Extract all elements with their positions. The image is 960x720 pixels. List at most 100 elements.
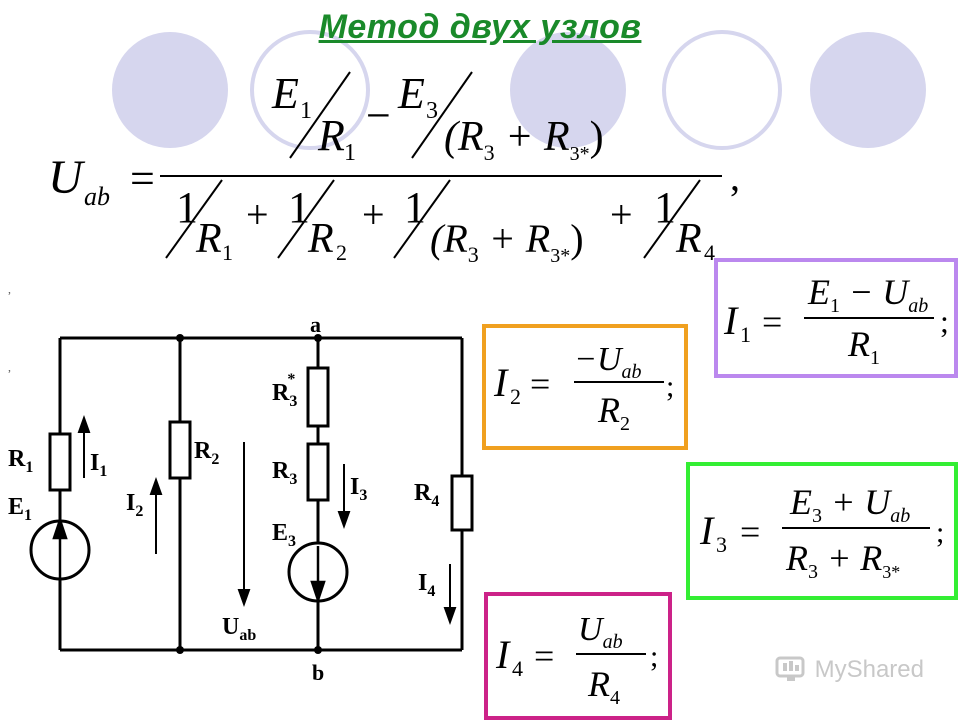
i4-arrow-head — [443, 607, 457, 625]
label-i2: I2 — [126, 490, 143, 520]
junction-dot — [314, 334, 322, 342]
i1-den: R1 — [847, 324, 880, 369]
i4-eq: = — [534, 636, 554, 676]
i2-arrow-head — [149, 477, 163, 495]
i2-end: ; — [666, 370, 674, 403]
resistor-r1 — [48, 432, 72, 492]
deco-circle-4 — [662, 30, 782, 150]
label-r2: R2 — [194, 438, 219, 468]
i1-arrow-head — [77, 415, 91, 433]
i1-lhs-sub: 1 — [740, 322, 751, 347]
i1-end: ; — [940, 303, 949, 339]
resistor-r3 — [306, 442, 330, 502]
i3-eq: = — [740, 512, 760, 552]
label-e3: E3 — [272, 520, 296, 550]
deco-circle-5 — [810, 32, 926, 148]
i4-den: R4 — [587, 664, 620, 709]
junction-dot — [314, 646, 322, 654]
deco-circle-2 — [250, 30, 370, 150]
deco-circle-1 — [112, 32, 228, 148]
den-r2: R — [307, 216, 334, 262]
num-minus: − — [366, 91, 391, 140]
den-plus-2: + — [362, 192, 385, 237]
junction-dot — [176, 334, 184, 342]
i3-den: R3 + R3* — [785, 538, 900, 583]
label-i4: I4 — [418, 570, 435, 600]
num-r1-sub: 1 — [344, 140, 356, 166]
i2-eq: = — [530, 364, 550, 404]
lhs-sub: ab — [84, 182, 110, 211]
tick-mark: , — [8, 282, 11, 296]
num-e3-sub: 3 — [426, 98, 438, 124]
label-uab: Uab — [222, 614, 256, 644]
num-e1: E — [271, 69, 299, 118]
uab-arrow-head — [237, 589, 251, 607]
i4-num: Uab — [578, 611, 623, 653]
i3-lhs: I — [699, 508, 715, 553]
den-plus-1: + — [246, 192, 269, 237]
i2-lhs-sub: 2 — [510, 384, 521, 409]
den-slash-1 — [165, 179, 223, 259]
e3-arrow-head — [310, 580, 326, 604]
i4-lhs-sub: 4 — [512, 656, 523, 681]
current-arrows — [77, 415, 457, 625]
resistor-r3-star — [306, 366, 330, 428]
i1-num: E1 − Uab — [807, 272, 928, 317]
resistor-r2 — [168, 420, 192, 480]
i4-end: ; — [650, 640, 658, 673]
box-i2-frame — [482, 324, 688, 450]
box-i2: I 2 = −Uab R2 ; — [482, 324, 688, 450]
den-r3-group: (R3 + R3*) — [430, 216, 584, 267]
den-r1-sub: 1 — [222, 240, 233, 265]
main-comma: , — [730, 154, 740, 199]
i4-lhs: I — [495, 632, 511, 677]
slide-title: Метод двух узлов — [318, 8, 642, 46]
circuit-wires — [29, 336, 474, 652]
label-e1: E1 — [8, 494, 32, 524]
i3-num: E3 + Uab — [789, 482, 910, 527]
i2-lhs: I — [493, 360, 509, 405]
num-slash-1 — [289, 71, 351, 159]
junction-dot — [176, 646, 184, 654]
label-r3: R3 — [272, 458, 297, 488]
box-i3: I 3 = E3 + Uab R3 + R3* ; — [686, 462, 958, 600]
box-i4: I 4 = Uab R4 ; — [484, 592, 672, 720]
i3-end: ; — [936, 516, 944, 549]
num-e3: E — [397, 69, 425, 118]
watermark-screen-icon — [775, 656, 805, 681]
node-b-label: b — [312, 660, 324, 685]
den-r4: R — [675, 216, 702, 262]
num-den3-open: (R3 + R3*) — [444, 114, 604, 165]
i3-lhs-sub: 3 — [716, 532, 727, 557]
den-slash-4 — [643, 179, 701, 259]
watermark: MyShared — [775, 655, 924, 685]
node-a-label: a — [310, 312, 321, 337]
lhs-u: U — [48, 151, 86, 204]
i2-num: −Uab — [574, 341, 642, 383]
den-slash-2 — [277, 179, 335, 259]
i1-eq: = — [762, 302, 782, 342]
label-i3: I3 — [350, 474, 367, 504]
num-r1: R — [317, 111, 345, 160]
den-r1: R — [195, 216, 222, 262]
i2-den: R2 — [597, 390, 630, 435]
den-plus-3: + — [610, 192, 633, 237]
box-i1: I 1 = E1 − Uab R1 ; — [714, 258, 958, 378]
box-i4-frame — [484, 592, 672, 720]
den-r4-sub: 4 — [704, 240, 715, 265]
i3-arrow-head — [337, 511, 351, 529]
box-i3-frame — [686, 462, 958, 600]
num-e1-sub: 1 — [300, 98, 312, 124]
e1-arrow-head — [52, 516, 68, 540]
label-r4: R4 — [414, 480, 439, 510]
label-r3-star: R3* — [272, 371, 297, 410]
label-r1: R1 — [8, 446, 33, 476]
resistor-r4 — [450, 474, 474, 532]
tick-mark: , — [8, 360, 11, 374]
den-r2-sub: 2 — [336, 240, 347, 265]
